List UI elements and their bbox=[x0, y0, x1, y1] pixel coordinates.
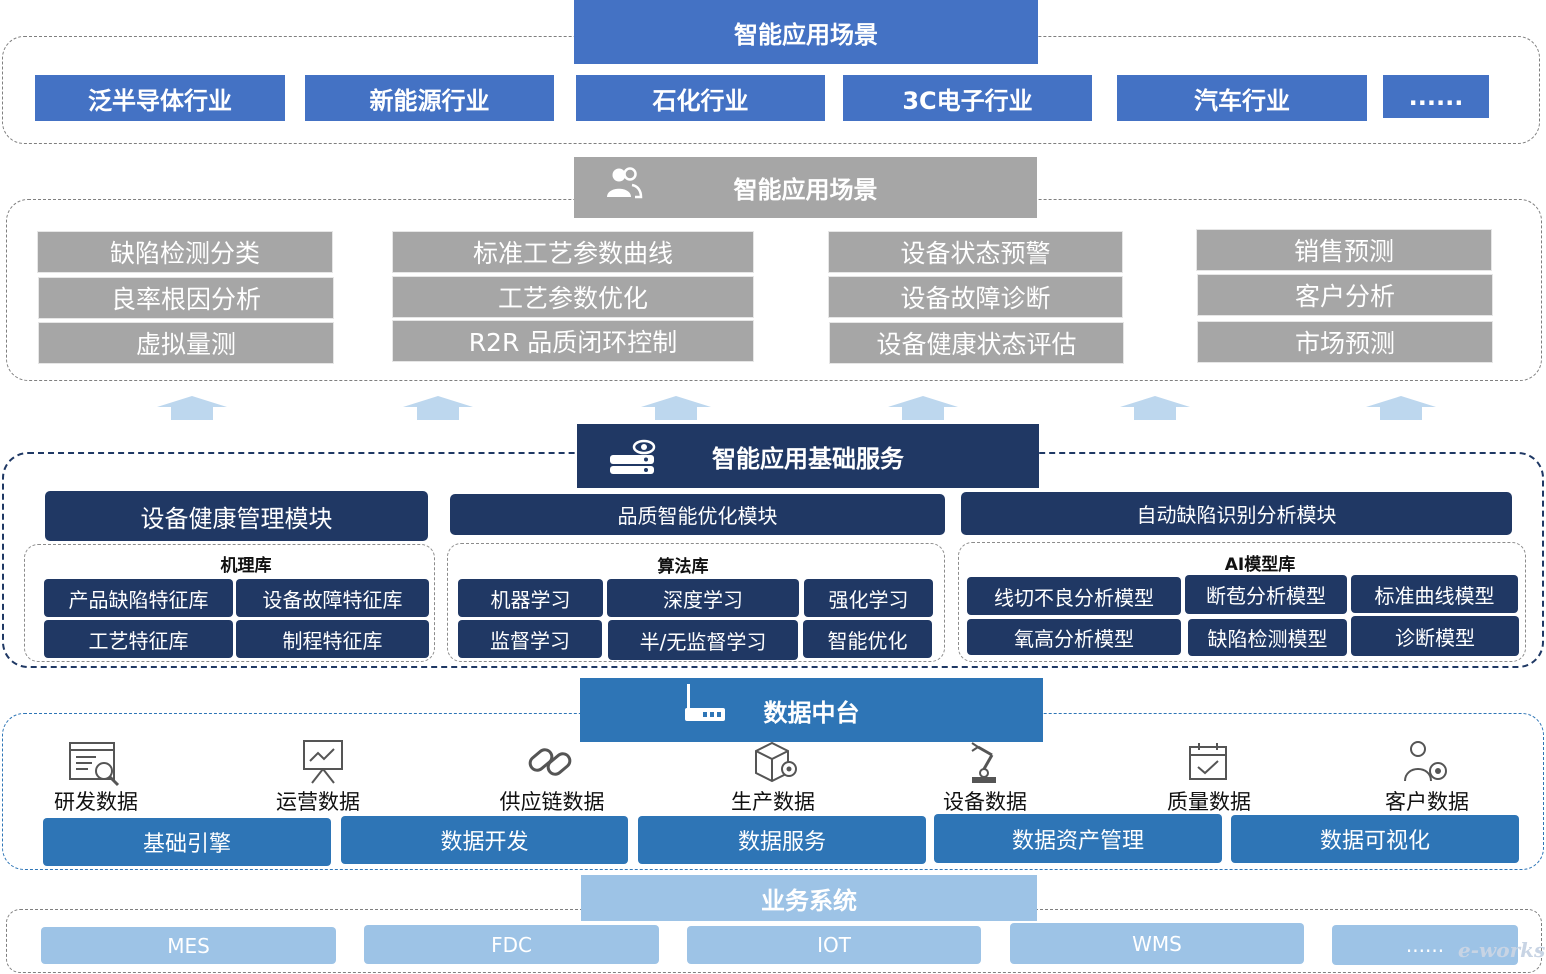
lib-product-defect-features: 产品缺陷特征库 bbox=[44, 579, 233, 617]
industry-petrochemical: 石化行业 bbox=[576, 75, 825, 121]
model-defect-detection: 缺陷检测模型 bbox=[1188, 619, 1347, 656]
system-iot: IOT bbox=[687, 926, 981, 964]
up-arrow-icon bbox=[1366, 396, 1436, 420]
ai-model-library-frame bbox=[958, 542, 1526, 662]
services-title: 智能应用基础服务 bbox=[577, 424, 1039, 488]
app-sales-forecast: 销售预测 bbox=[1196, 229, 1492, 271]
data-source-production: 生产数据 bbox=[731, 790, 815, 814]
lib-manufacturing-features: 制程特征库 bbox=[236, 620, 429, 658]
industry-semiconductor: 泛半导体行业 bbox=[35, 75, 285, 121]
algo-semi-unsupervised-learning: 半/无监督学习 bbox=[608, 620, 798, 660]
app-defect-classification: 缺陷检测分类 bbox=[37, 231, 333, 273]
model-standard-curve: 标准曲线模型 bbox=[1351, 575, 1518, 613]
app-equipment-warning: 设备状态预警 bbox=[828, 231, 1123, 273]
industries-title: 智能应用场景 bbox=[574, 0, 1038, 64]
robot-arm-icon bbox=[971, 742, 996, 783]
data-source-customer: 客户数据 bbox=[1385, 790, 1469, 814]
data-source-operations: 运营数据 bbox=[276, 790, 360, 814]
system-mes: MES bbox=[41, 927, 336, 964]
app-process-optimization: 工艺参数优化 bbox=[392, 276, 754, 318]
app-fault-diagnosis: 设备故障诊断 bbox=[828, 276, 1123, 318]
algorithm-library-title: 算法库 bbox=[657, 556, 709, 576]
applications-title: 智能应用场景 bbox=[574, 157, 1037, 218]
router-icon bbox=[685, 684, 725, 721]
industry-new-energy: 新能源行业 bbox=[305, 75, 554, 121]
app-health-assessment: 设备健康状态评估 bbox=[829, 322, 1124, 364]
model-diagnosis: 诊断模型 bbox=[1351, 616, 1519, 656]
app-market-forecast: 市场预测 bbox=[1197, 321, 1493, 363]
ai-model-library-title: AI模型库 bbox=[1224, 554, 1296, 574]
chain-link-icon bbox=[528, 748, 572, 776]
up-arrow-icon bbox=[888, 396, 958, 420]
box-gear-icon bbox=[755, 741, 797, 783]
data-source-quality: 质量数据 bbox=[1167, 790, 1251, 814]
watermark-logo: e-works bbox=[1458, 938, 1546, 962]
app-r2r-control: R2R 品质闭环控制 bbox=[392, 320, 754, 362]
industry-more: ...... bbox=[1383, 75, 1489, 118]
algo-deep-learning: 深度学习 bbox=[607, 579, 799, 617]
capability-data-asset-management: 数据资产管理 bbox=[934, 814, 1222, 863]
algo-intelligent-optimization: 智能优化 bbox=[803, 620, 932, 658]
calendar-check-icon bbox=[1189, 743, 1227, 780]
algo-supervised-learning: 监督学习 bbox=[458, 620, 602, 658]
app-virtual-metrology: 虚拟量测 bbox=[38, 322, 334, 364]
lib-process-features: 工艺特征库 bbox=[44, 620, 233, 658]
industry-automotive: 汽车行业 bbox=[1117, 75, 1367, 121]
lib-equipment-fault-features: 设备故障特征库 bbox=[236, 579, 429, 617]
mechanism-library-frame bbox=[24, 544, 435, 662]
users-icon bbox=[607, 167, 643, 199]
person-gear-icon bbox=[1404, 741, 1447, 782]
capability-data-development: 数据开发 bbox=[341, 816, 628, 864]
module-equipment-health: 设备健康管理模块 bbox=[45, 491, 428, 541]
data-source-equipment: 设备数据 bbox=[943, 790, 1027, 814]
module-defect-recognition: 自动缺陷识别分析模块 bbox=[961, 492, 1512, 535]
data-source-supply-chain: 供应链数据 bbox=[499, 790, 605, 814]
capability-data-visualization: 数据可视化 bbox=[1231, 815, 1519, 863]
app-yield-root-cause: 良率根因分析 bbox=[38, 277, 334, 319]
module-quality-optimization: 品质智能优化模块 bbox=[450, 494, 945, 535]
presentation-board-icon bbox=[303, 740, 343, 784]
rd-report-icon bbox=[69, 742, 120, 787]
up-arrow-icon bbox=[1120, 396, 1190, 420]
algo-machine-learning: 机器学习 bbox=[458, 579, 603, 617]
model-wire-cut-defect: 线切不良分析模型 bbox=[967, 577, 1181, 615]
system-wms: WMS bbox=[1010, 923, 1304, 964]
server-eye-icon bbox=[610, 439, 656, 474]
model-bud-break: 断苞分析模型 bbox=[1185, 575, 1347, 614]
system-fdc: FDC bbox=[364, 925, 659, 964]
algo-reinforcement-learning: 强化学习 bbox=[804, 579, 933, 617]
business-title: 业务系统 bbox=[581, 875, 1037, 921]
up-arrow-icon bbox=[641, 396, 711, 420]
mechanism-library-title: 机理库 bbox=[220, 555, 272, 575]
data-source-rd: 研发数据 bbox=[54, 790, 138, 814]
up-arrow-icon bbox=[403, 396, 473, 420]
app-standard-process-curve: 标准工艺参数曲线 bbox=[392, 231, 754, 273]
industry-3c-electronics: 3C电子行业 bbox=[843, 75, 1092, 121]
system-more: ...... bbox=[1332, 925, 1518, 965]
capability-data-service: 数据服务 bbox=[638, 816, 926, 864]
data-platform-title: 数据中台 bbox=[580, 678, 1043, 742]
algorithm-library-frame bbox=[447, 543, 945, 662]
capability-base-engine: 基础引擎 bbox=[43, 818, 331, 866]
model-high-oxygen: 氧高分析模型 bbox=[967, 619, 1181, 655]
app-customer-analysis: 客户分析 bbox=[1197, 274, 1493, 316]
up-arrow-icon bbox=[157, 396, 227, 420]
